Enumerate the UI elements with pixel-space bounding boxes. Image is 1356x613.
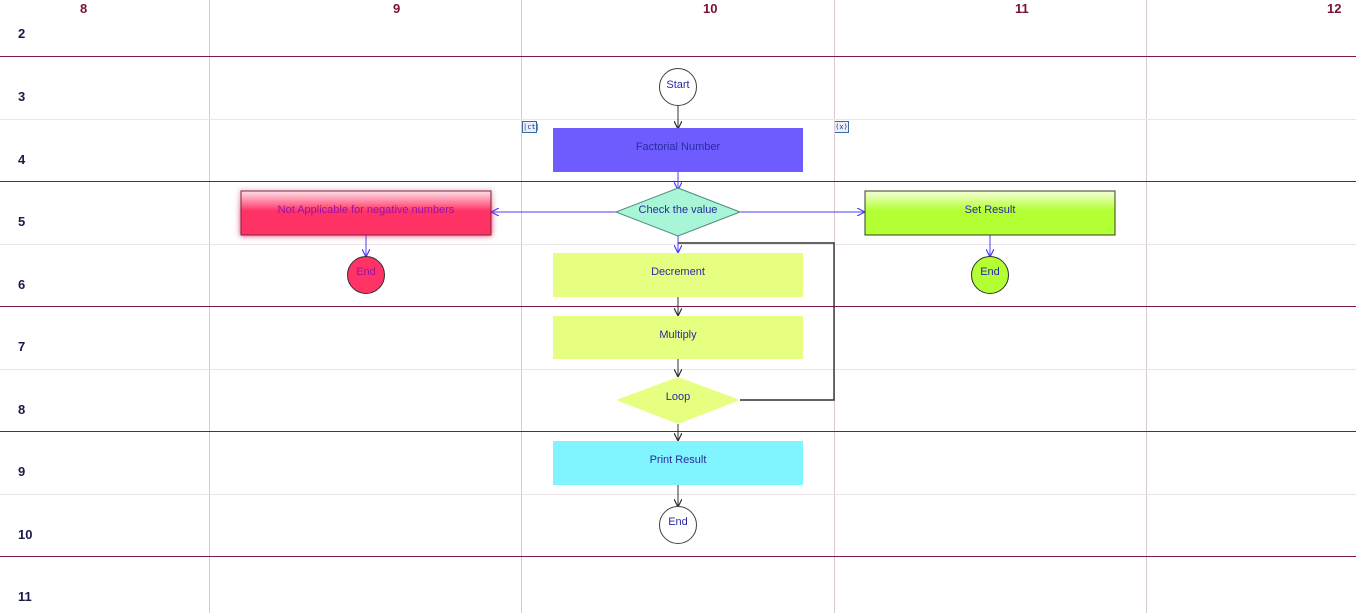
edge-loop-back [678, 242, 835, 401]
connectors [366, 105, 990, 506]
end-right-label: End [980, 266, 1000, 278]
print-result-label: Print Result [650, 454, 707, 466]
column-label-9: 9 [393, 1, 401, 16]
row-label-8: 8 [18, 402, 26, 417]
check-value-label: Check the value [639, 204, 718, 216]
row-label-6: 6 [18, 277, 26, 292]
start-label: Start [666, 79, 689, 91]
column-label-11: 11 [1015, 1, 1029, 16]
row-label-2: 2 [18, 26, 26, 41]
not-applicable-label: Not Applicable for negative numbers [278, 204, 455, 216]
print-result-node[interactable]: Print Result [553, 441, 803, 485]
decrement-node[interactable]: Decrement [553, 253, 803, 297]
multiply-node[interactable]: Multiply [553, 316, 803, 359]
factorial-number-node[interactable]: Factorial Number [553, 128, 803, 172]
row-label-4: 4 [18, 152, 26, 167]
check-value-decision[interactable]: Check the value [614, 187, 742, 237]
row-label-10: 10 [18, 527, 33, 542]
column-label-10: 10 [703, 1, 718, 16]
loop-label: Loop [666, 391, 690, 403]
end-right-node[interactable]: End [971, 256, 1009, 294]
decrement-label: Decrement [651, 266, 705, 278]
set-result-node[interactable]: Set Result [864, 190, 1116, 236]
end-bottom-node[interactable]: End [659, 506, 697, 544]
start-node[interactable]: Start [659, 68, 697, 106]
factorial-number-label: Factorial Number [636, 141, 721, 153]
end-bottom-label: End [668, 516, 688, 528]
end-left-node[interactable]: End [347, 256, 385, 294]
column-label-12: 12 [1327, 1, 1342, 16]
multiply-label: Multiply [659, 329, 697, 341]
row-label-9: 9 [18, 464, 26, 479]
row-label-7: 7 [18, 339, 26, 354]
column-label-8: 8 [80, 1, 88, 16]
column-marker-icon[interactable]: |ct| [522, 121, 540, 133]
set-result-label: Set Result [965, 204, 1016, 216]
not-applicable-node[interactable]: Not Applicable for negative numbers [240, 190, 492, 236]
row-label-3: 3 [18, 89, 26, 104]
loop-decision[interactable]: Loop [616, 377, 740, 424]
row-label-5: 5 [18, 214, 26, 229]
end-left-label: End [356, 266, 376, 278]
row-label-11: 11 [18, 589, 32, 604]
